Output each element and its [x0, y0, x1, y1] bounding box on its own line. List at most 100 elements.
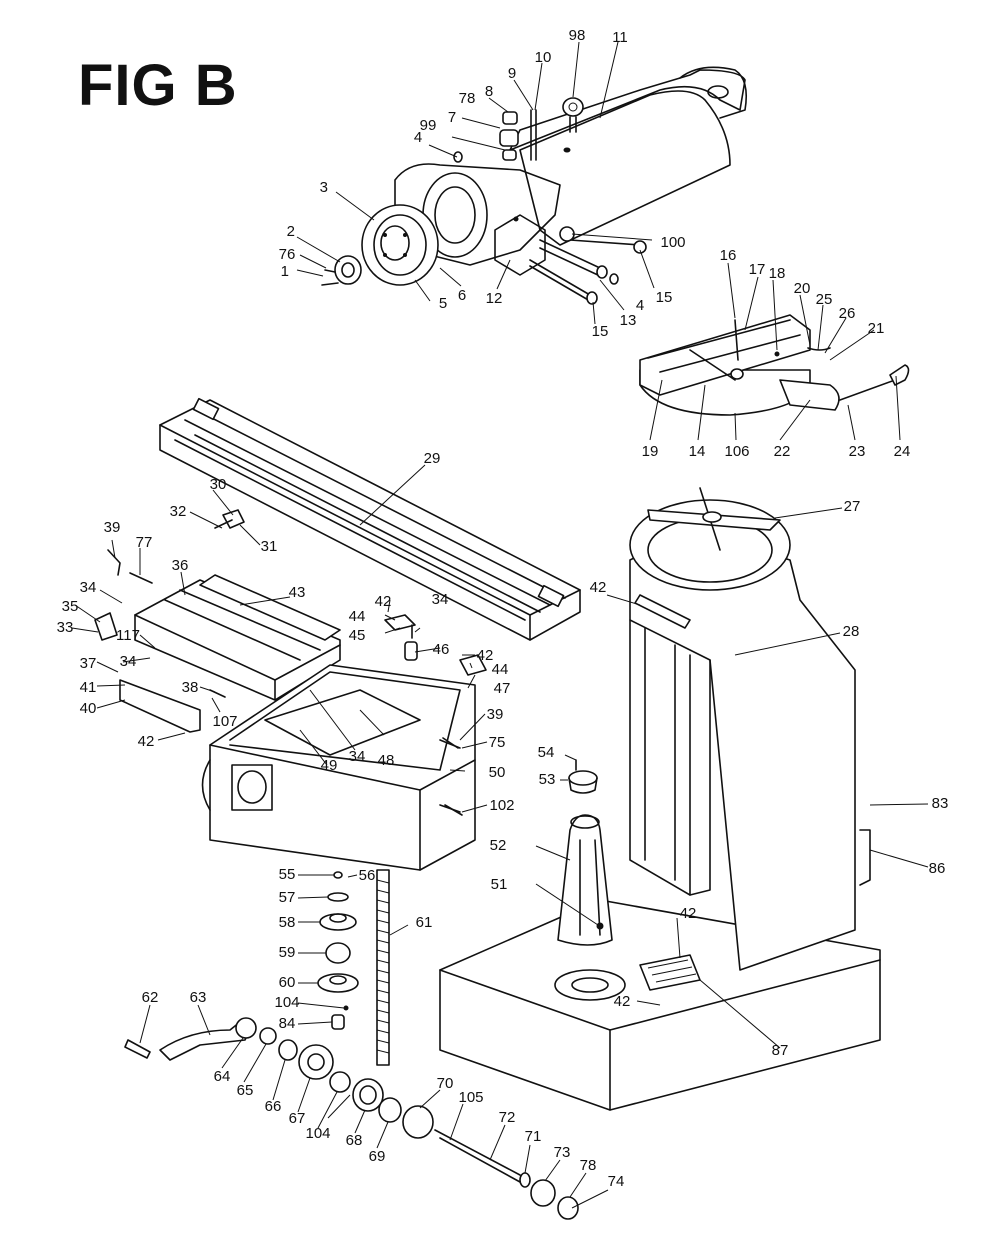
callout-42-gib: 42 [375, 593, 392, 610]
callout-3: 3 [320, 179, 328, 196]
elevating-leadscrew [376, 869, 390, 1066]
callout-48: 48 [378, 752, 395, 769]
callout-77: 77 [136, 534, 153, 551]
callout-43: 43 [289, 584, 306, 601]
callout-106: 106 [724, 443, 749, 460]
callout-78-bottom: 78 [580, 1157, 597, 1174]
callout-45: 45 [349, 627, 366, 644]
callout-44-right: 44 [492, 661, 509, 678]
turret-assembly [639, 314, 910, 416]
callout-26: 26 [839, 305, 856, 322]
figure-title: FIG B [78, 53, 238, 118]
callout-42-column: 42 [590, 579, 607, 596]
callout-44-left: 44 [349, 608, 366, 625]
callout-59: 59 [279, 944, 296, 961]
callout-29: 29 [424, 450, 441, 467]
callout-70: 70 [437, 1075, 454, 1092]
callout-76: 76 [279, 246, 296, 263]
callout-31: 31 [261, 538, 278, 555]
callout-28: 28 [843, 623, 860, 640]
callout-42-base: 42 [680, 905, 697, 922]
callout-55: 55 [279, 866, 296, 883]
callout-58: 58 [279, 914, 296, 931]
callout-32: 32 [170, 503, 187, 520]
callout-9: 9 [508, 65, 516, 82]
callout-74: 74 [608, 1173, 625, 1190]
callout-71: 71 [525, 1128, 542, 1145]
callout-30: 30 [210, 476, 227, 493]
head-ring-parts [321, 204, 439, 286]
callout-72: 72 [499, 1109, 516, 1126]
callout-22: 22 [774, 443, 791, 460]
callout-19: 19 [642, 443, 659, 460]
callout-68: 68 [346, 1132, 363, 1149]
callout-83: 83 [932, 795, 949, 812]
saddle-assembly [94, 549, 341, 733]
callout-1: 1 [281, 263, 289, 280]
callout-10: 10 [535, 49, 552, 66]
callout-27: 27 [844, 498, 861, 515]
callout-69: 69 [369, 1148, 386, 1165]
callout-21: 21 [868, 320, 885, 337]
callout-42-saddle: 42 [138, 733, 155, 750]
callout-75: 75 [489, 734, 506, 751]
callout-62: 62 [142, 989, 159, 1006]
callout-15-lower: 15 [592, 323, 609, 340]
callout-2: 2 [287, 223, 295, 240]
callout-65: 65 [237, 1082, 254, 1099]
callout-39-right: 39 [487, 706, 504, 723]
callout-86: 86 [929, 860, 946, 877]
callout-50: 50 [489, 764, 506, 781]
callout-105: 105 [458, 1089, 483, 1106]
crank-and-gear-train [124, 1017, 579, 1220]
callout-107: 107 [212, 713, 237, 730]
callout-7: 7 [448, 109, 456, 126]
callout-4-side: 4 [636, 297, 644, 314]
callout-23: 23 [849, 443, 866, 460]
callout-56: 56 [359, 867, 376, 884]
knee-lock-handles [442, 737, 463, 816]
callout-73: 73 [554, 1144, 571, 1161]
callout-labels: 1 2 3 4 5 6 7 8 9 10 11 12 13 4 14 15 15… [57, 27, 949, 1190]
elevating-screw-housing [557, 759, 613, 946]
callout-102: 102 [489, 797, 514, 814]
callout-60: 60 [279, 974, 296, 991]
table-assembly [159, 397, 581, 641]
callout-34-top: 34 [80, 579, 97, 596]
callout-49: 49 [321, 757, 338, 774]
callout-24: 24 [894, 443, 911, 460]
callout-99: 99 [420, 117, 437, 134]
callout-84: 84 [279, 1015, 296, 1032]
callout-13: 13 [620, 312, 637, 329]
callout-34-left: 34 [120, 653, 137, 670]
callout-4-top: 4 [414, 129, 422, 146]
callout-36: 36 [172, 557, 189, 574]
elevating-bearing-stack [317, 871, 359, 1030]
callout-20: 20 [794, 280, 811, 297]
callout-63: 63 [190, 989, 207, 1006]
callout-11: 11 [612, 29, 628, 46]
callout-104-stack: 104 [274, 994, 299, 1011]
callout-52: 52 [490, 837, 507, 854]
callout-67: 67 [289, 1110, 306, 1127]
knee-assembly [201, 664, 476, 871]
callout-39-left: 39 [104, 519, 121, 536]
callout-78-top: 78 [459, 90, 476, 107]
callout-51: 51 [491, 876, 508, 893]
callout-14: 14 [689, 443, 706, 460]
callout-104-train: 104 [305, 1125, 330, 1142]
callout-42-knee: 42 [477, 647, 494, 664]
callout-64: 64 [214, 1068, 231, 1085]
callout-35: 35 [62, 598, 79, 615]
callout-54: 54 [538, 744, 555, 761]
callout-37: 37 [80, 655, 97, 672]
callout-87: 87 [772, 1042, 789, 1059]
callout-47: 47 [494, 680, 511, 697]
callout-16: 16 [720, 247, 737, 264]
leader-lines [71, 41, 929, 1209]
callout-12: 12 [486, 290, 503, 307]
callout-40: 40 [80, 700, 97, 717]
callout-15-right: 15 [656, 289, 673, 306]
